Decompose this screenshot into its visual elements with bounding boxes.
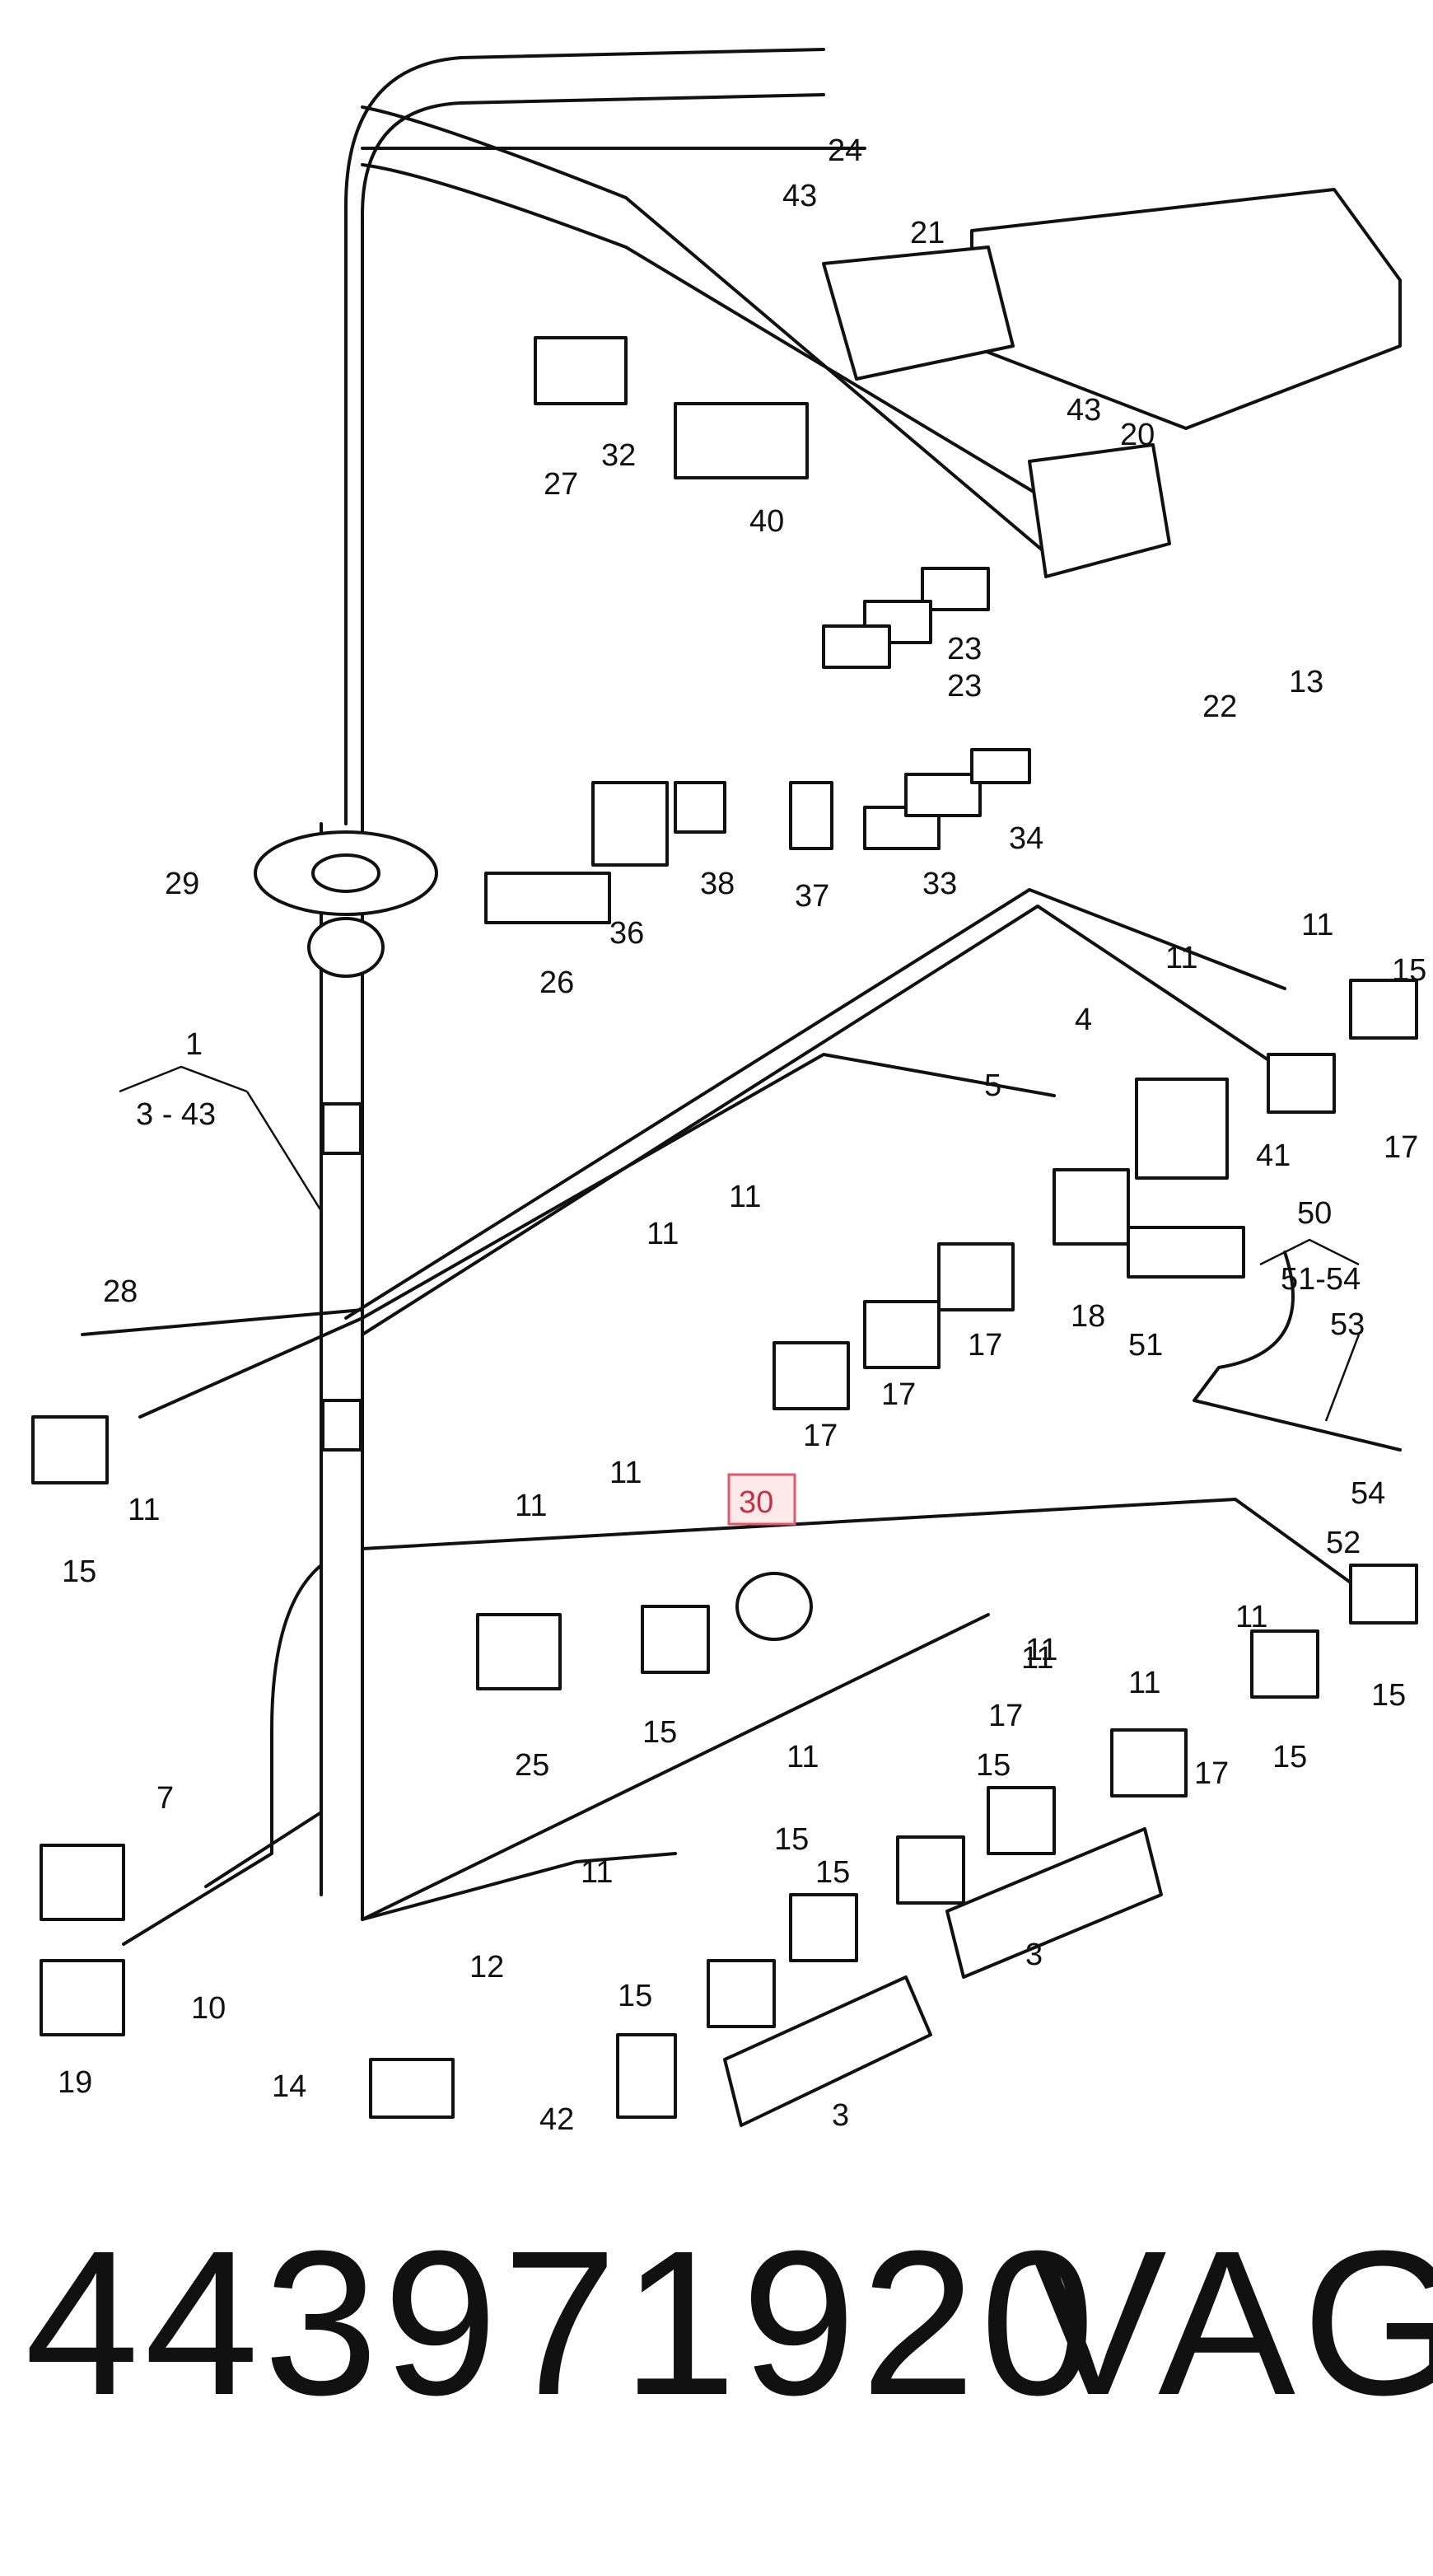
callout-label: 3 — [832, 2098, 849, 2133]
callout-label: 18 — [1071, 1299, 1105, 1334]
harness-trunk — [320, 48, 1056, 1921]
callout-label: 11 — [1165, 941, 1197, 975]
callout-label: 29 — [165, 867, 199, 901]
callout-label: 27 — [544, 467, 578, 502]
callout-label: 37 — [795, 879, 829, 914]
callout-label: 15 — [976, 1748, 1011, 1783]
callout-labels: 24 43 21 43 20 32 27 40 23 23 22 13 34 3… — [58, 133, 1426, 2137]
callout-label: 11 — [1021, 1641, 1053, 1676]
callout-label: 17 — [968, 1328, 1002, 1363]
leader-lines — [119, 1065, 1361, 1422]
callout-label: 15 — [1392, 953, 1426, 988]
callout-label: 11 — [1235, 1600, 1267, 1634]
callout-label: 1 — [185, 1027, 203, 1062]
callout-label: 3 - 43 — [136, 1097, 216, 1132]
control-unit — [822, 188, 1402, 578]
callout-label: 3 — [1025, 1938, 1043, 1972]
callout-label: 17 — [803, 1419, 838, 1453]
callout-label: 15 — [774, 1822, 809, 1857]
callout-label: 22 — [1202, 690, 1237, 724]
callout-label: 11 — [646, 1217, 679, 1251]
callout-label: 52 — [1326, 1526, 1361, 1560]
callout-label: 23 — [947, 632, 982, 666]
branch-wires — [81, 888, 1402, 1946]
callout-label: 43 — [782, 179, 817, 213]
callout-label: 40 — [749, 504, 784, 539]
grommet — [254, 830, 438, 978]
callout-label: 26 — [539, 965, 574, 1000]
callout-label: 15 — [1272, 1740, 1307, 1774]
callout-label: 25 — [515, 1748, 549, 1783]
callout-label: 14 — [272, 2069, 306, 2104]
callout-label: 33 — [922, 867, 957, 901]
callout-label: 11 — [581, 1855, 613, 1890]
callout-label: 7 — [156, 1781, 174, 1816]
callout-label: 17 — [881, 1377, 916, 1412]
callout-label: 15 — [62, 1554, 96, 1589]
callout-label: 11 — [1025, 1633, 1057, 1667]
callout-label: 11 — [1128, 1666, 1160, 1700]
callout-label: 20 — [1120, 418, 1155, 452]
callout-label: 11 — [729, 1180, 761, 1214]
callout-label: 11 — [128, 1493, 160, 1527]
callout-label: 28 — [103, 1274, 138, 1309]
callout-label: 11 — [1301, 908, 1333, 942]
harness-drawing: 24 43 21 43 20 32 27 40 23 23 22 13 34 3… — [31, 48, 1426, 2137]
callout-label: 10 — [191, 1991, 226, 2026]
callout-label: 17 — [1384, 1130, 1418, 1165]
callout-label: 23 — [947, 669, 982, 704]
callout-label: 11 — [515, 1489, 547, 1523]
callout-label: 12 — [469, 1950, 504, 1985]
callout-label: 54 — [1351, 1476, 1385, 1511]
wiring-harness-diagram: 24 43 21 43 20 32 27 40 23 23 22 13 34 3… — [31, 48, 1426, 2137]
callout-label: 34 — [1009, 821, 1043, 856]
callout-label: 42 — [539, 2102, 574, 2137]
callout-label: 32 — [601, 438, 636, 473]
callout-label: 15 — [642, 1715, 677, 1750]
callout-label-highlighted: 30 — [739, 1485, 773, 1520]
callout-label: 11 — [609, 1456, 642, 1490]
callout-label: 17 — [1194, 1756, 1229, 1791]
callout-label: 53 — [1330, 1307, 1365, 1342]
connectors-top — [484, 336, 1031, 924]
plugs — [31, 979, 1418, 2127]
callout-label: 36 — [609, 916, 644, 951]
callout-label: 51 — [1128, 1328, 1163, 1363]
callout-label: 17 — [988, 1699, 1023, 1733]
part-number: 443971920 — [25, 2208, 1100, 2438]
callout-label: 21 — [910, 216, 945, 250]
callout-label: 19 — [58, 2065, 92, 2100]
callout-label: 38 — [700, 867, 735, 901]
brand-name: VAG — [1029, 2208, 1433, 2438]
part-number-bar: 443971920 VAG — [0, 2191, 1433, 2576]
highlight-box — [727, 1473, 796, 1526]
callout-label: 15 — [618, 1979, 652, 2013]
callout-label: 50 — [1297, 1196, 1332, 1231]
callout-label: 43 — [1067, 393, 1101, 428]
callout-label: 41 — [1256, 1138, 1291, 1173]
callout-label: 11 — [787, 1740, 819, 1774]
callout-label: 51-54 — [1281, 1262, 1361, 1297]
callout-label: 4 — [1075, 1003, 1092, 1037]
callout-label: 5 — [984, 1068, 1001, 1103]
callout-label: 13 — [1289, 665, 1323, 699]
callout-label: 15 — [815, 1855, 850, 1890]
callout-label: 15 — [1371, 1678, 1406, 1713]
callout-label: 24 — [828, 133, 862, 168]
